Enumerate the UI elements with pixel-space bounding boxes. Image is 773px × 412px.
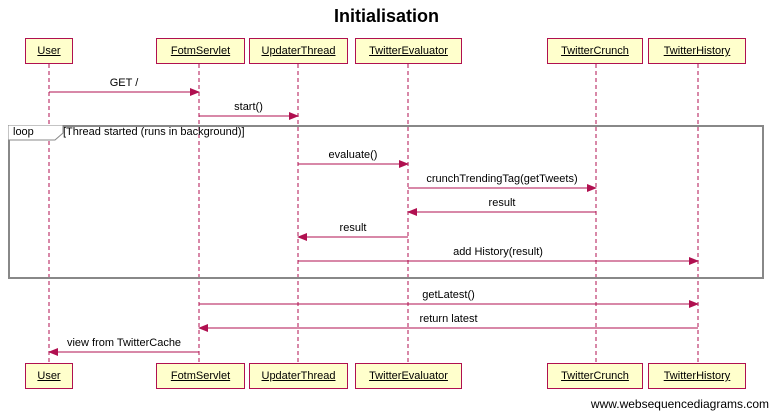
message-label-4: crunchTrendingTag(getTweets) [426,173,578,185]
message-label-7: add History(result) [453,246,543,258]
participant-fotm-top: FotmServlet [156,38,245,64]
participant-evaluator-top: TwitterEvaluator [355,38,462,64]
loop-condition: [Thread started (runs in background)] [63,126,245,138]
message-label-2: start() [234,101,263,113]
loop-tag-label: loop [13,126,34,138]
participant-user-top: User [25,38,73,64]
participant-history-top: TwitterHistory [648,38,746,64]
loop-frame [8,125,764,279]
loop-tag-frame [8,125,64,141]
participant-evaluator-bottom: TwitterEvaluator [355,363,462,389]
message-label-6: result [339,222,367,234]
diagram-title: Initialisation [333,6,439,26]
participant-history-bottom: TwitterHistory [648,363,746,389]
message-label-3: evaluate() [328,149,378,161]
message-label-8: getLatest() [422,289,475,301]
participant-user-bottom: User [25,363,73,389]
participant-crunch-bottom: TwitterCrunch [547,363,643,389]
participant-crunch-top: TwitterCrunch [547,38,643,64]
participant-updater-bottom: UpdaterThread [249,363,348,389]
message-label-5: result [488,197,516,209]
message-label-10: view from TwitterCache [66,337,182,349]
message-label-1: GET / [109,77,139,89]
message-label-9: return latest [419,313,478,325]
participant-fotm-bottom: FotmServlet [156,363,245,389]
watermark: www.websequencediagrams.com [590,397,769,411]
participant-updater-top: UpdaterThread [249,38,348,64]
